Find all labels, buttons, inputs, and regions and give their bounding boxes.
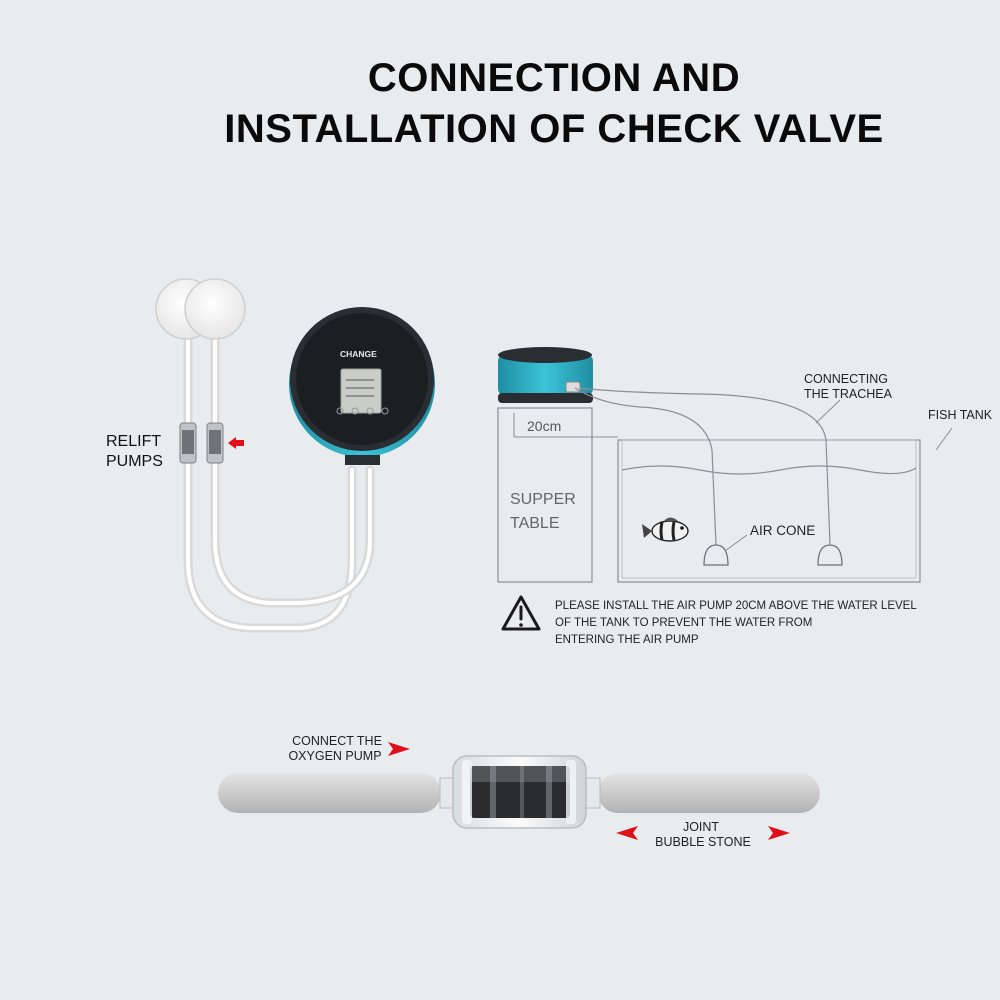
supper-table [497, 407, 593, 583]
air-cone-label: AIR CONE [750, 523, 816, 538]
joint-label-line2: BUBBLE STONE [655, 835, 751, 849]
warning-triangle-icon [501, 595, 541, 631]
bubble-disc-right [184, 278, 246, 340]
check-valve-right [206, 422, 224, 464]
bubble-stone-right [598, 773, 820, 813]
inline-check-valve [452, 755, 587, 829]
relift-pumps-label-line2: PUMPS [106, 453, 163, 470]
air-pump-on-table [498, 347, 593, 403]
red-arrow-left-icon [616, 826, 638, 840]
page-title-line1: CONNECTION AND [367, 56, 741, 100]
air-cone-2 [817, 544, 843, 566]
air-hose-1 [574, 387, 717, 546]
supper-table-label-line2: TABLE [510, 515, 560, 532]
bubble-stone-assembly [218, 742, 820, 840]
water-level-line [621, 465, 917, 475]
distance-label: 20cm [527, 418, 562, 434]
red-arrow-right-icon-2 [768, 826, 790, 840]
red-arrow-right-icon [388, 742, 410, 756]
connect-oxygen-label-line2: OXYGEN PUMP [288, 749, 382, 763]
joint-label-line1: JOINT [682, 820, 720, 834]
air-hose-2 [579, 387, 831, 546]
pump-brand-label: CHANGE [340, 349, 377, 359]
supper-table-label-line1: SUPPER [510, 491, 576, 508]
connect-oxygen-label-line1: CONNECT THE [292, 734, 382, 748]
air-pump-assembly: CHANGE [155, 278, 435, 633]
red-arrow-icon [228, 437, 244, 449]
tank-installation-diagram [497, 347, 953, 583]
air-cone-1 [703, 544, 729, 566]
page-title-line2: INSTALLATION OF CHECK VALVE [224, 107, 884, 151]
air-pump-device [289, 307, 435, 465]
fish-tank-label: FISH TANK [928, 408, 993, 422]
connecting-trachea-label-line1: CONNECTING [804, 372, 889, 386]
connecting-trachea-label-line2: THE TRACHEA [804, 387, 892, 401]
clownfish-icon [642, 517, 689, 542]
check-valve-left [179, 422, 197, 464]
relift-pumps-label-line1: RELIFT [106, 433, 162, 450]
install-warning-text: PLEASE INSTALL THE AIR PUMP 20CM ABOVE T… [555, 600, 917, 646]
bubble-stone-left [218, 773, 441, 813]
fish-tank [617, 439, 921, 583]
